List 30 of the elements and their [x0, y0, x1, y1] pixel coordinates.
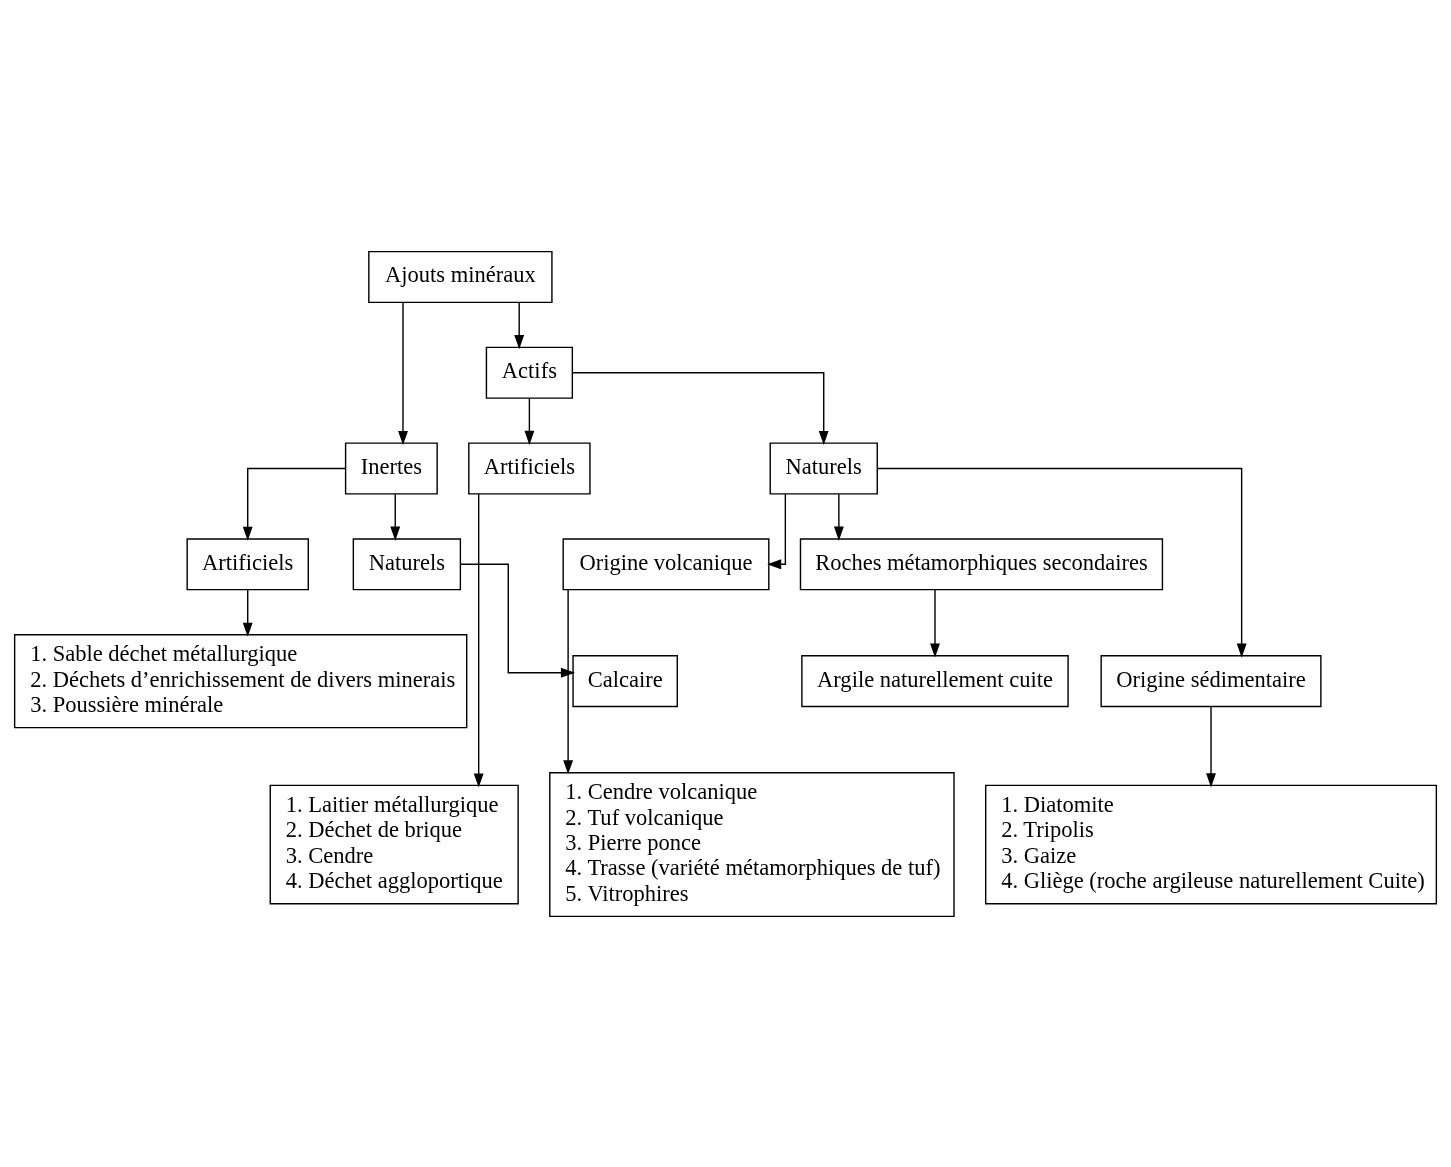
node-box: Ajouts minéraux: [368, 250, 553, 303]
arrow: [572, 371, 829, 445]
node-box: Origine volcanique: [562, 537, 770, 590]
node-box: 1. Laitier métallurgique 2. Déchet de brique 3. Cendre 4. Déchet aggloportique: [269, 784, 519, 904]
arrow: [833, 492, 844, 541]
node-box: 1. Cendre volcanique 2. Tuf volcanique 3. Pierre ponce 4. Trasse (variété métamorphiques de tuf) 5. Vitrophires: [549, 771, 955, 917]
arrow: [1206, 705, 1216, 787]
arrow: [563, 588, 574, 774]
arrow: [242, 467, 347, 541]
node-box: Artificiels: [468, 441, 591, 495]
node-box: Calcaire: [572, 654, 678, 707]
node-box: Naturels: [352, 537, 462, 590]
arrow: [767, 492, 787, 569]
arrow: [514, 301, 525, 349]
arrow: [930, 588, 940, 658]
arrow: [473, 493, 484, 787]
arrow: [876, 467, 1247, 658]
node-box: 1. Sable déchet métallurgique 2. Déchets d’enrichissement de divers minerais 3. Poussière minérale: [13, 633, 468, 728]
node-box: Naturels: [769, 441, 878, 495]
node-box: Artificiels: [186, 537, 309, 590]
node-box: Actifs: [485, 346, 574, 399]
arrow: [398, 301, 408, 445]
arrow: [524, 397, 535, 445]
arrow: [390, 492, 401, 541]
node-box: Origine sédimentaire: [1100, 654, 1322, 707]
node-box: 1. Diatomite 2. Tripolis 3. Gaize 4. Gliège (roche argileuse naturellement Cuite): [985, 784, 1438, 904]
node-box: Argile naturellement cuite: [801, 654, 1069, 707]
node-box: Roches métamorphiques secondaires: [799, 537, 1164, 590]
node-box: Inertes: [344, 441, 438, 495]
arrow: [242, 588, 253, 637]
